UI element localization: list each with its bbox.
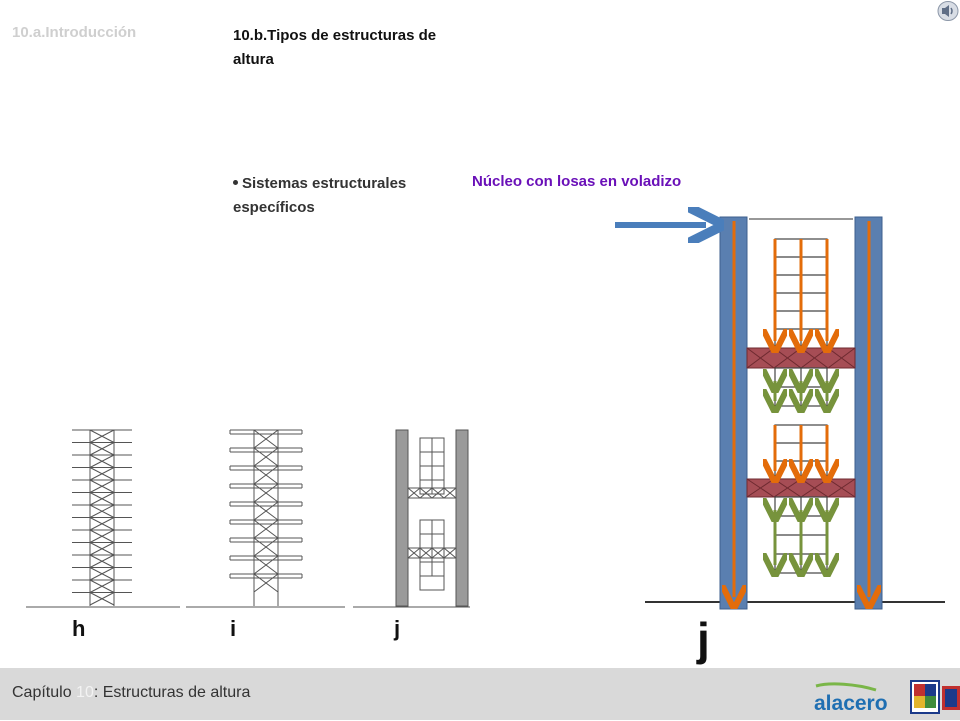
speaker-icon[interactable]	[936, 0, 960, 22]
schematic-h	[72, 429, 132, 606]
structure-diagrams	[26, 429, 470, 608]
footer-chapter-number: 10	[76, 684, 94, 701]
footer-prefix: Capítulo	[12, 684, 77, 701]
bullet-item: Sistemas estructurales específicos	[233, 172, 463, 220]
label-j: j	[394, 616, 401, 641]
label-i: i	[230, 616, 237, 641]
schematic-i	[229, 429, 303, 606]
diagram-label-j: j	[697, 613, 710, 665]
footer-chapter-title: Capítulo 10: Estructuras de altura	[12, 684, 250, 702]
label-h: h	[72, 616, 86, 641]
nav-link-introduccion[interactable]: 10.a.Introducción	[12, 24, 137, 41]
university-crest-icon	[910, 680, 960, 714]
nav-current-section[interactable]: 10.b.Tipos de estructuras de altura	[233, 27, 437, 68]
alacero-logo: alacero	[812, 680, 960, 721]
core-outrigger-diagram	[615, 205, 945, 610]
footer-bar	[0, 668, 960, 720]
outrigger-truss-lower	[746, 478, 856, 498]
bullet-text: Sistemas estructurales específicos	[233, 175, 407, 216]
logo-wordmark: alacero	[814, 692, 888, 715]
figure-subtitle: Núcleo con losas en voladizo	[472, 173, 682, 190]
bullet-dot	[233, 180, 238, 185]
outrigger-truss-upper	[746, 347, 856, 369]
schematic-j	[395, 429, 469, 607]
footer-suffix: : Estructuras de altura	[93, 684, 251, 701]
